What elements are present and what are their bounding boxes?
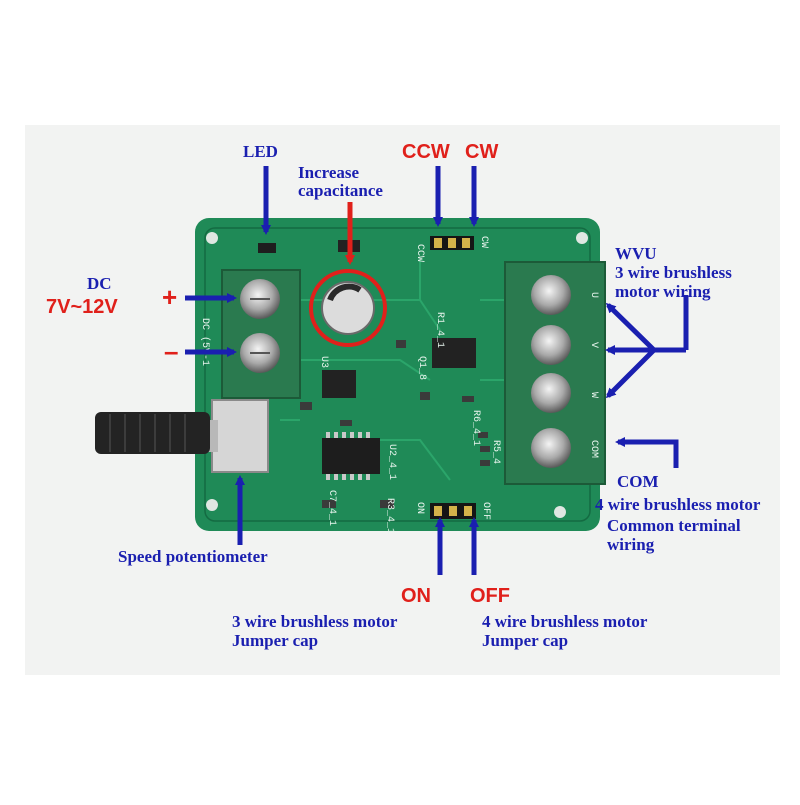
three-wire-jumper-line2: Jumper cap [232, 631, 319, 650]
controller-ic [322, 438, 380, 474]
com-label: COM [617, 472, 659, 491]
annotation-arrows [185, 166, 656, 575]
silk-c7: C7_4_1 [326, 490, 337, 526]
w-screw [531, 373, 571, 413]
off-label: OFF [470, 585, 510, 607]
silk-off: OFF [480, 502, 491, 520]
mount-hole [554, 506, 566, 518]
potentiometer-body [211, 399, 269, 473]
silk-dc: DC (5V-1 [199, 318, 211, 366]
silk-on: ON [414, 502, 425, 514]
mount-hole [206, 499, 218, 511]
capacitor-highlight-ring [309, 269, 387, 347]
silk-r6: R6_4_1 [470, 410, 481, 446]
silk-q1: Q1_8 [416, 356, 427, 380]
speed-potentiometer-label: Speed potentiometer [118, 547, 268, 566]
minus-sign: – [164, 336, 179, 366]
w-arrow [605, 348, 656, 399]
mount-hole [576, 232, 588, 244]
wvu-desc-line1: 3 wire brushless [615, 263, 732, 282]
com-desc-line1: 4 wire brushless motor [595, 495, 761, 514]
potentiometer-knob [95, 412, 210, 454]
silk-w: W [588, 392, 599, 398]
four-wire-jumper-line1: 4 wire brushless motor [482, 612, 648, 631]
silk-r1: R1_4_1 [434, 312, 445, 348]
ccw-label: CCW [402, 141, 450, 163]
u-arrow [605, 302, 656, 352]
capacitor [321, 281, 375, 335]
v-screw [531, 325, 571, 365]
com-screw [531, 428, 571, 468]
com-desc-line3: wiring [607, 535, 655, 554]
wvu-label: WVU [615, 244, 657, 263]
silk-r3: R3_4_1 [384, 498, 395, 534]
com-desc-line2: Common terminal [607, 516, 741, 535]
increase-capacitance-label-line1: Increase [298, 163, 360, 182]
regulator-chip [322, 370, 356, 398]
silk-ccw: CCW [414, 244, 425, 262]
wvu-desc-line2: motor wiring [615, 282, 711, 301]
on-label: ON [401, 585, 431, 607]
silk-u2: U2_4_1 [386, 444, 397, 480]
silk-com: COM [588, 440, 599, 458]
silk-u3: U3 [318, 356, 329, 368]
voltage-label: 7V~12V [46, 296, 118, 318]
silk-cw: CW [478, 236, 489, 248]
u-screw [531, 275, 571, 315]
ic-pins [326, 432, 370, 480]
three-wire-jumper-line1: 3 wire brushless motor [232, 612, 398, 631]
dc-label: DC [87, 274, 112, 293]
four-wire-jumper-line2: Jumper cap [482, 631, 569, 650]
silk-v: V [588, 342, 599, 348]
silk-r5: R5_4 [490, 440, 501, 464]
mount-hole [206, 232, 218, 244]
led-label: LED [243, 142, 278, 161]
silk-u: U [588, 292, 599, 298]
smd-components [300, 340, 490, 508]
led-chip [258, 243, 276, 253]
increase-capacitance-label-line2: capacitance [298, 181, 383, 200]
com-arrow [615, 437, 679, 468]
driver-ic [432, 338, 476, 368]
plus-sign: + [162, 282, 178, 312]
cw-label: CW [465, 141, 499, 163]
